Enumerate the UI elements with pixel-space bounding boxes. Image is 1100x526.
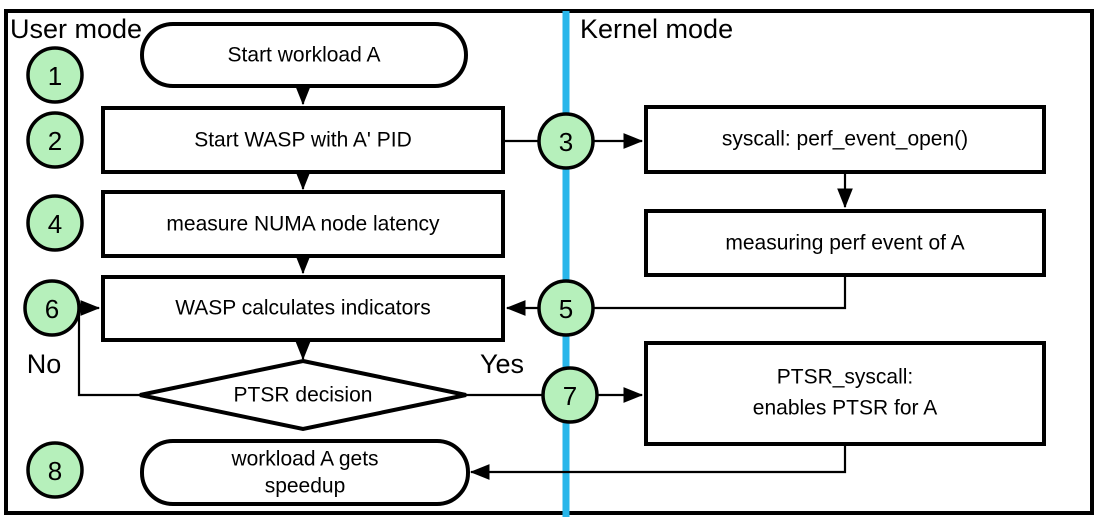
node-measure-numa[interactable]: measure NUMA node latency xyxy=(101,190,505,258)
step-badge-5-number: 5 xyxy=(559,294,573,324)
kernel-mode-label: Kernel mode xyxy=(580,14,733,44)
node-workload-speedup[interactable]: workload A gets speedup xyxy=(140,439,470,506)
connector-decision-no-loop xyxy=(77,300,140,397)
step-badge-3-number: 3 xyxy=(559,127,573,157)
node-workload-speedup-line2: speedup xyxy=(265,475,346,498)
node-wasp-indicators[interactable]: WASP calculates indicators xyxy=(101,275,505,342)
step-badge-2-number: 2 xyxy=(48,126,62,156)
step-badge-4-number: 4 xyxy=(48,209,62,239)
node-start-wasp-label: Start WASP with A' PID xyxy=(194,129,412,152)
step-badge-2[interactable]: 2 xyxy=(26,111,84,169)
diagram-frame xyxy=(4,9,1094,515)
node-ptsr-syscall[interactable]: PTSR_syscall: enables PTSR for A xyxy=(644,341,1046,446)
step-badge-7[interactable]: 7 xyxy=(541,366,599,424)
node-start-workload[interactable]: Start workload A xyxy=(140,22,468,88)
node-wasp-indicators-label: WASP calculates indicators xyxy=(175,297,431,320)
connector-ptsr-to-speedup xyxy=(469,444,847,480)
node-ptsr-decision-label: PTSR decision xyxy=(234,384,373,407)
step-badge-6[interactable]: 6 xyxy=(23,279,81,337)
node-measuring-perf-event-label: measuring perf event of A xyxy=(725,232,964,255)
connector-measuring-to-step5 xyxy=(591,275,847,310)
branch-label-yes: Yes xyxy=(480,349,524,379)
step-badge-6-number: 6 xyxy=(45,294,59,324)
node-ptsr-decision[interactable]: PTSR decision xyxy=(139,358,467,432)
branch-label-no: No xyxy=(27,349,62,379)
step-badge-4[interactable]: 4 xyxy=(26,194,84,252)
node-ptsr-syscall-line1: PTSR_syscall: xyxy=(777,366,914,389)
node-start-wasp[interactable]: Start WASP with A' PID xyxy=(101,106,505,174)
step-badge-5[interactable]: 5 xyxy=(537,279,595,337)
step-badge-8-number: 8 xyxy=(48,456,62,486)
user-mode-label: User mode xyxy=(10,14,142,44)
step-badge-7-number: 7 xyxy=(563,381,577,411)
node-measuring-perf-event[interactable]: measuring perf event of A xyxy=(644,209,1046,277)
node-syscall-perf-open[interactable]: syscall: perf_event_open() xyxy=(644,105,1046,174)
node-measure-numa-label: measure NUMA node latency xyxy=(166,213,440,236)
step-badge-1[interactable]: 1 xyxy=(26,46,84,104)
step-badge-1-number: 1 xyxy=(48,61,62,91)
node-workload-speedup-line1: workload A gets xyxy=(230,448,378,471)
node-ptsr-syscall-line2: enables PTSR for A xyxy=(753,397,937,420)
step-badge-8[interactable]: 8 xyxy=(26,441,84,499)
node-start-workload-label: Start workload A xyxy=(228,44,381,67)
node-syscall-perf-open-label: syscall: perf_event_open() xyxy=(722,128,968,151)
step-badge-3[interactable]: 3 xyxy=(537,112,595,170)
